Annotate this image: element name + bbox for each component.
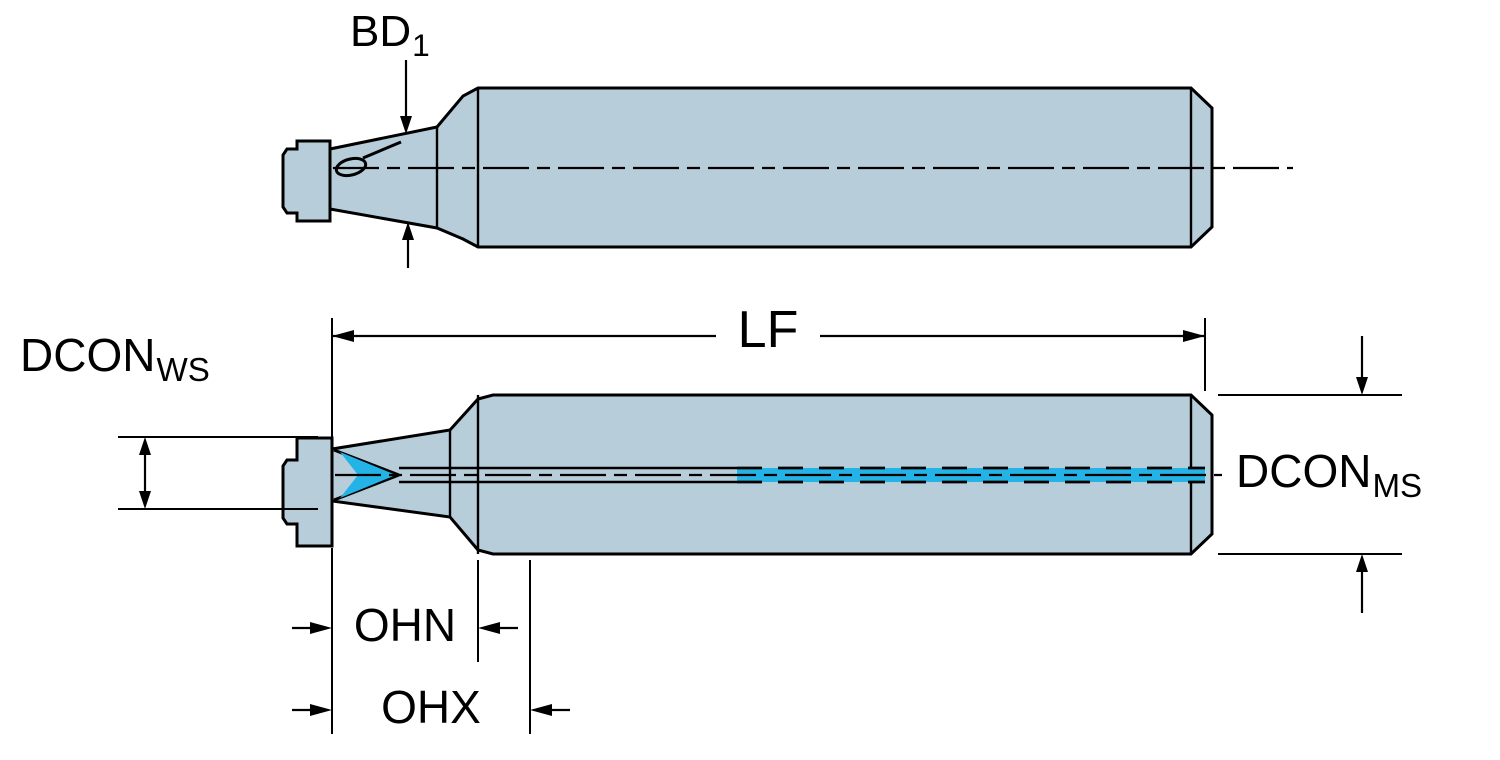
- label-ohx: OHX: [361, 684, 501, 730]
- label-dcon-ws: DCONWS: [20, 329, 210, 387]
- insert-screw-hole: [334, 156, 368, 178]
- upper-tool-head: [281, 139, 332, 223]
- dcon-ws-arrowhead-up: [139, 437, 151, 455]
- label-bd1-main: BD: [350, 7, 412, 56]
- label-bd1: BD1: [350, 7, 430, 61]
- ohn-arrowhead-left: [310, 622, 332, 634]
- dcon-ms-arrowhead-up: [1356, 554, 1368, 572]
- label-ohn: OHN: [335, 602, 475, 648]
- label-dcon-ms: DCONMS: [1236, 445, 1422, 503]
- upper-tool-view: [281, 86, 1293, 249]
- label-lf: LF: [700, 304, 836, 356]
- lower-tool-head: [281, 436, 334, 548]
- label-dcon-ms-sub: MS: [1372, 467, 1423, 505]
- label-dcon-ms-main: DCON: [1236, 445, 1372, 497]
- label-lf-main: LF: [737, 301, 799, 359]
- insert-edge-line: [362, 140, 402, 160]
- lf-dimension: [331, 318, 1206, 437]
- bd1-upper-arrowhead: [400, 116, 412, 134]
- label-ohx-main: OHX: [381, 681, 481, 733]
- bd1-lower-arrowhead: [402, 222, 414, 240]
- label-ohn-main: OHN: [353, 599, 457, 651]
- lf-arrowhead-right: [1183, 330, 1205, 342]
- dcon-ms-arrowhead-down: [1356, 377, 1368, 395]
- ohx-arrowhead-left: [310, 704, 332, 716]
- ohn-arrowhead-right: [478, 622, 500, 634]
- dcon-ms-dimension: [1218, 336, 1402, 613]
- lf-arrowhead-left: [332, 330, 354, 342]
- label-dcon-ws-sub: WS: [156, 351, 210, 389]
- ohx-arrowhead-right: [530, 704, 552, 716]
- label-bd1-sub: 1: [412, 26, 430, 63]
- dcon-ws-dimension: [118, 436, 318, 510]
- lower-tool-view: [281, 393, 1222, 556]
- bd1-dimension: [400, 60, 414, 268]
- ohx-dimension: [292, 560, 570, 734]
- dcon-ws-arrowhead-down: [139, 491, 151, 509]
- ohn-dimension: [292, 560, 518, 662]
- label-dcon-ws-main: DCON: [20, 329, 156, 381]
